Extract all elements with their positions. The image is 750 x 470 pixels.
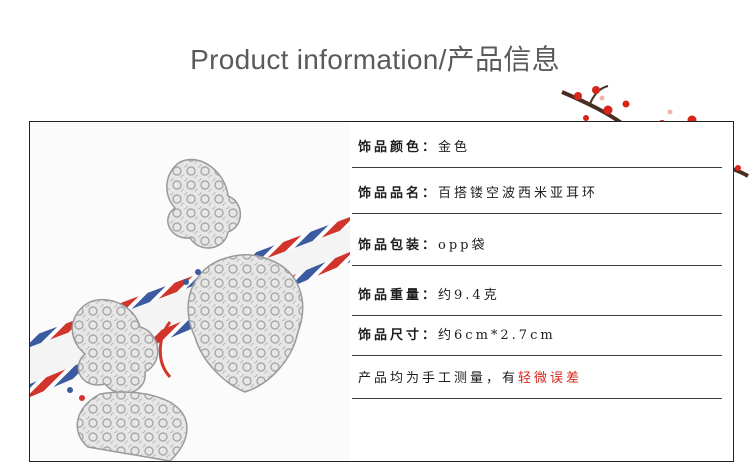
info-row-packaging: 饰品包装：opp袋 <box>352 220 722 266</box>
earring-photo <box>30 122 350 461</box>
info-row-weight: 饰品重量：约9.4克 <box>352 270 722 316</box>
info-label: 饰品品名： <box>358 186 439 201</box>
note-highlight: 轻微误差 <box>518 371 583 386</box>
note-text: 产品均为手工测量，有 <box>358 371 519 386</box>
info-label: 饰品颜色： <box>358 140 439 155</box>
info-label: 饰品重量： <box>358 288 439 303</box>
page-title: Product information/产品信息 <box>190 44 560 75</box>
divider <box>352 398 722 399</box>
info-row-size: 饰品尺寸：约6cm*2.7cm <box>352 310 722 356</box>
divider <box>352 315 722 316</box>
info-value: 金色 <box>438 140 471 155</box>
info-label: 饰品尺寸： <box>358 328 439 343</box>
info-row-name: 饰品品名：百搭镂空波西米亚耳环 <box>352 168 722 214</box>
divider <box>352 213 722 214</box>
info-value: 百搭镂空波西米亚耳环 <box>438 186 599 201</box>
info-value: 约9.4克 <box>438 288 500 303</box>
info-value: 约6cm*2.7cm <box>438 328 556 343</box>
info-label: 饰品包装： <box>358 238 439 253</box>
divider <box>352 167 722 168</box>
divider <box>352 355 722 356</box>
info-row-note: 产品均为手工测量，有轻微误差 <box>352 353 722 399</box>
info-row-color: 饰品颜色：金色 <box>352 122 722 168</box>
info-value: opp袋 <box>438 238 488 253</box>
divider <box>352 265 722 266</box>
